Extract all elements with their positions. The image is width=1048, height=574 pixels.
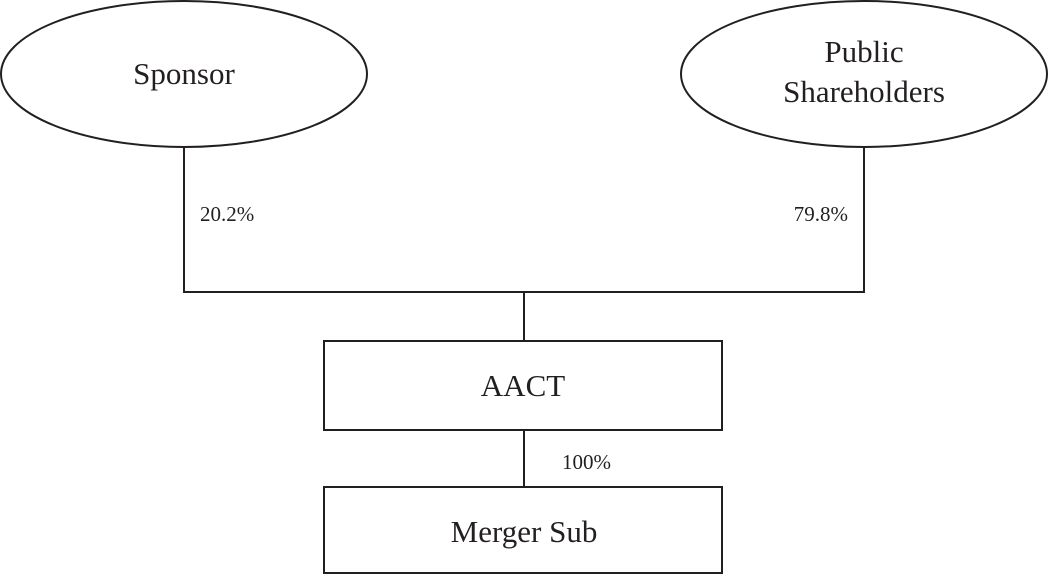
sponsor-label: Sponsor xyxy=(133,56,235,91)
sponsor-ellipse xyxy=(0,0,368,148)
connectors xyxy=(183,147,865,487)
merger-sub-box xyxy=(323,486,723,574)
public-shareholders-ownership-percent: 79.8% xyxy=(794,202,848,226)
merger-sub-ownership-percent: 100% xyxy=(562,450,611,474)
public-shareholders-ellipse xyxy=(680,0,1048,148)
public-shareholders-node: Public Shareholders xyxy=(680,0,1048,148)
public-shareholders-label-line1: Public xyxy=(824,34,903,69)
public-shareholders-connector xyxy=(524,147,865,293)
sponsor-connector xyxy=(183,147,524,293)
sponsor-node: Sponsor xyxy=(0,0,368,148)
aact-label: AACT xyxy=(481,368,565,403)
merger-sub-label: Merger Sub xyxy=(451,514,598,549)
merger-sub-node: Merger Sub xyxy=(323,486,723,574)
public-shareholders-label-line2: Shareholders xyxy=(783,74,945,109)
sponsor-ownership-percent: 20.2% xyxy=(200,202,254,226)
aact-node: AACT xyxy=(323,340,723,431)
aact-box xyxy=(323,340,723,431)
